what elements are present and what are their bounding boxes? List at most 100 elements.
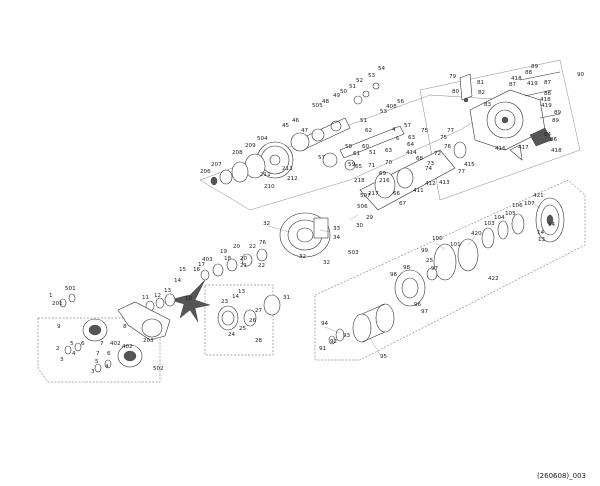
part-number-label: 203 — [143, 338, 154, 344]
part-number-label: 3 — [91, 369, 95, 375]
part-number-label: 100 — [432, 236, 443, 242]
part-number-label: 24 — [228, 332, 236, 338]
part-number-label: 28 — [255, 338, 263, 344]
part-number-label: 82 — [478, 90, 485, 96]
part-number-label: 101 — [450, 242, 461, 248]
part-number-label: 26 — [249, 318, 257, 324]
part-number-label: 32 — [263, 221, 270, 227]
drag-washers — [210, 153, 266, 186]
part-number-label: 209 — [245, 143, 256, 149]
frame-clutch-assembly — [204, 284, 274, 356]
part-number-label: 53 — [368, 73, 376, 79]
brake-rings — [433, 213, 525, 281]
part-number-label: 18 — [224, 256, 232, 262]
part-number-label: 47 — [301, 128, 309, 134]
part-number-label: 52 — [356, 78, 363, 84]
part-number-label: 216 — [379, 178, 390, 184]
part-number-label: 14 — [537, 230, 545, 236]
part-number-label: 104 — [494, 215, 505, 221]
part-number-label: 81 — [477, 80, 485, 86]
frame-body — [279, 212, 331, 258]
part-number-label: 67 — [399, 201, 407, 207]
part-number-label: 6 — [81, 341, 85, 347]
part-number-label: 22 — [258, 263, 265, 269]
part-number-label: 217 — [368, 191, 379, 197]
part-number-label: 89 — [552, 118, 560, 124]
part-number-label: 408 — [386, 104, 397, 110]
part-number-label: 211 — [260, 172, 271, 178]
part-number-label: 13 — [238, 289, 246, 295]
part-number-label: 15 — [179, 267, 187, 273]
part-number-label: 77 — [447, 128, 455, 134]
part-number-label: 60 — [362, 144, 370, 150]
part-number-label: 417 — [518, 145, 529, 151]
part-number-label: 87 — [509, 82, 517, 88]
part-number-label: 32 — [299, 254, 306, 260]
part-number-label: 3 — [60, 357, 64, 363]
part-number-label: 207 — [211, 162, 222, 168]
part-number-label: 16 — [193, 267, 201, 273]
part-number-label: 411 — [413, 188, 424, 194]
part-number-label: 62 — [365, 128, 372, 134]
part-number-label: 23 — [221, 299, 229, 305]
part-number-label: 503 — [348, 250, 359, 256]
part-number-label: 212 — [287, 176, 298, 182]
part-number-label: 84 — [544, 132, 552, 138]
part-number-label: 2 — [56, 346, 60, 352]
part-number-label: 29 — [366, 215, 374, 221]
part-number-label: 14 — [174, 278, 182, 284]
part-number-label: 53 — [380, 109, 388, 115]
part-number-label: 86 — [550, 137, 558, 143]
part-number-label: 25 — [426, 258, 434, 264]
part-number-label: 45 — [282, 123, 290, 129]
part-number-label: 90 — [577, 72, 585, 78]
part-number-label: 506 — [357, 204, 368, 210]
part-number-label: 50 — [340, 89, 348, 95]
part-number-label: 89 — [531, 64, 539, 70]
part-number-label: 93 — [343, 333, 351, 339]
part-number-label: 76 — [444, 144, 452, 150]
part-number-label: 46 — [292, 118, 300, 124]
part-number-label: 17 — [198, 262, 206, 268]
part-number-label: 6 — [107, 351, 111, 357]
part-number-label: 64 — [407, 142, 415, 148]
part-number-label: 89 — [554, 110, 562, 116]
part-number-label: 76 — [259, 240, 267, 246]
part-number-label: 413 — [439, 180, 450, 186]
part-number-label: 31 — [283, 295, 291, 301]
part-number-label: 10 — [185, 296, 193, 302]
diagram-code: (260608)_003 — [536, 472, 586, 480]
part-number-label: 412 — [425, 181, 436, 187]
part-number-label: 7 — [96, 351, 100, 357]
part-number-label: 75 — [421, 128, 429, 134]
part-number-label: 14 — [548, 222, 556, 228]
part-number-label: 107 — [524, 201, 535, 207]
part-number-label: 27 — [255, 308, 263, 314]
spool — [328, 303, 395, 345]
part-number-label: 4 — [392, 127, 396, 133]
part-number-label: 66 — [393, 191, 401, 197]
part-number-label: 213 — [282, 166, 293, 172]
part-number-label: 1 — [49, 293, 53, 299]
part-number-label: 92 — [330, 339, 337, 345]
part-number-label: 54 — [378, 66, 386, 72]
part-number-label: 414 — [406, 150, 417, 156]
part-number-label: 58 — [345, 144, 353, 150]
cast-control-knob — [459, 73, 473, 103]
part-number-label: 105 — [505, 211, 516, 217]
part-number-label: 48 — [322, 99, 330, 105]
drive-shaft-parts — [322, 82, 405, 171]
part-number-label: 504 — [257, 136, 268, 142]
part-number-label: 63 — [408, 135, 416, 141]
part-number-label: 5 — [70, 341, 74, 347]
part-number-label: 97 — [431, 266, 439, 272]
part-number-label: 106 — [512, 203, 523, 209]
part-number-label: 91 — [319, 346, 327, 352]
part-number-label: 218 — [354, 178, 365, 184]
part-number-label: 80 — [452, 89, 460, 95]
part-number-label: 59 — [348, 162, 356, 168]
part-number-label: 419 — [527, 81, 538, 87]
part-number-label: 94 — [321, 321, 329, 327]
part-number-label: 83 — [484, 102, 492, 108]
